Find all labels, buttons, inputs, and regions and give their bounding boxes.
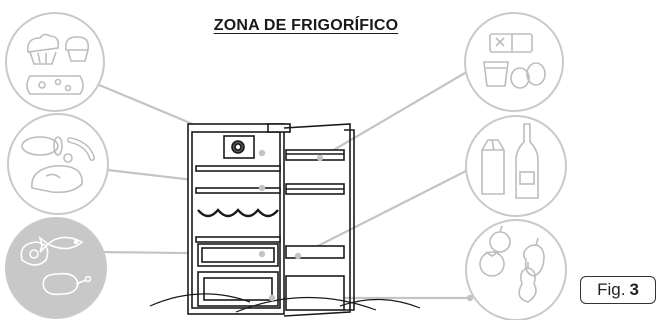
chicken-icon — [42, 272, 92, 296]
salami-icon — [21, 136, 63, 156]
light-unit — [223, 135, 255, 159]
leader-endpoints — [258, 149, 324, 302]
fish-icon — [38, 236, 84, 253]
bottle-icon — [515, 123, 539, 199]
muffin-icon — [64, 36, 90, 62]
zone-circle-meats-sausages — [7, 113, 109, 215]
fridge-illustration — [149, 123, 421, 317]
glass-shelves — [195, 165, 281, 243]
sausage-icon — [67, 137, 95, 161]
butter-icon — [489, 33, 533, 53]
figure-number: 3 — [629, 280, 639, 299]
pear-icon — [518, 262, 537, 303]
figure-label: Fig. 3 — [580, 276, 656, 304]
leader-line-dairy-eggs — [318, 68, 472, 160]
zone-circle-dairy-cakes — [5, 12, 105, 112]
leader-line-drinks — [296, 168, 470, 258]
apple-icon — [489, 225, 511, 253]
crisper-drawers — [197, 243, 279, 307]
yogurt-icon — [483, 61, 509, 87]
egg-icon — [510, 62, 546, 89]
zone-circle-fish-poultry — [5, 217, 107, 319]
tomato-icon — [479, 251, 505, 277]
pepper-icon — [522, 237, 545, 277]
meat-steak-icon — [20, 241, 49, 266]
zone-circle-fruit-veg — [465, 219, 567, 320]
floor-lines — [149, 293, 421, 313]
wine-rack — [197, 208, 279, 218]
milk-carton-icon — [481, 139, 505, 195]
fridge-door — [283, 123, 355, 317]
ham-icon — [31, 165, 83, 194]
diagram-title: ZONA DE FRIGORÍFICO — [213, 17, 399, 34]
figure-prefix: Fig. — [597, 280, 626, 299]
zone-circle-dairy-eggs — [464, 12, 564, 112]
zone-circle-drinks — [465, 115, 567, 217]
cheese-icon — [26, 75, 84, 95]
cupcake-icon — [26, 33, 60, 65]
